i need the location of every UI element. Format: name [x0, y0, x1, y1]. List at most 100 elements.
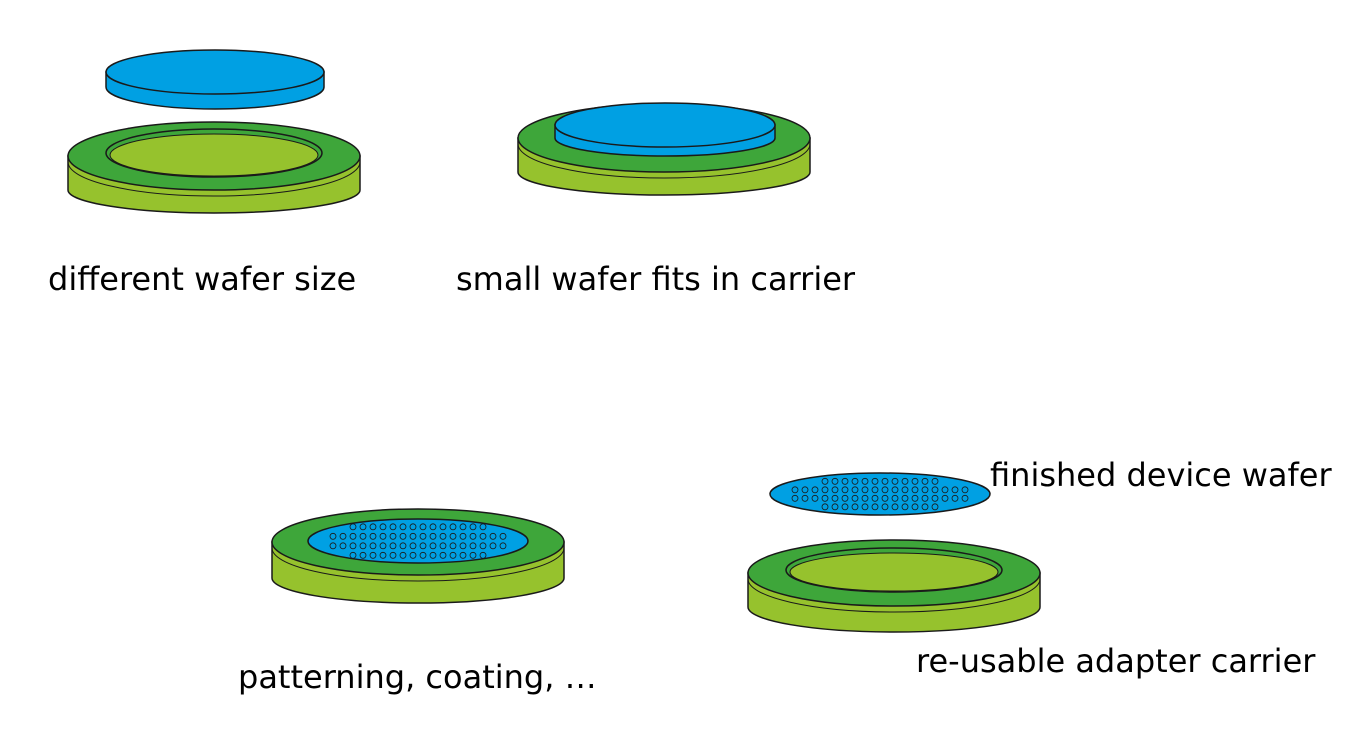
step1-group: different wafer size	[48, 49, 361, 298]
device-dot	[389, 532, 397, 540]
device-dot	[841, 494, 849, 502]
device-dot	[339, 532, 347, 540]
device-dot	[439, 532, 447, 540]
device-dot	[379, 551, 387, 559]
device-dot	[931, 477, 939, 485]
device-dot	[339, 542, 347, 550]
device-dot	[449, 523, 457, 531]
step4-carrier	[747, 539, 1041, 633]
step2-wafer	[554, 102, 776, 157]
step3-group: patterning, coating, …	[238, 508, 597, 696]
device-dot	[359, 523, 367, 531]
device-dot	[841, 486, 849, 494]
caption-different-wafer-size: different wafer size	[48, 260, 356, 298]
device-dot	[791, 494, 799, 502]
device-dot	[419, 542, 427, 550]
device-dot	[469, 551, 477, 559]
device-dot	[921, 486, 929, 494]
device-dot	[851, 477, 859, 485]
caption-small-wafer-fits: small wafer fits in carrier	[456, 260, 856, 298]
device-dot	[409, 523, 417, 531]
device-dot	[851, 486, 859, 494]
device-dot	[841, 477, 849, 485]
device-dot	[911, 503, 919, 511]
step4-group: finished device wafer re-usable adapter …	[747, 456, 1332, 680]
device-dot	[921, 477, 929, 485]
step1-wafer	[105, 49, 325, 110]
device-dot	[389, 551, 397, 559]
device-dot	[359, 551, 367, 559]
device-dot	[831, 486, 839, 494]
device-dot	[861, 477, 869, 485]
device-dot	[409, 542, 417, 550]
device-dot	[801, 486, 809, 494]
device-dot	[961, 486, 969, 494]
device-dot	[479, 523, 487, 531]
device-dot	[891, 494, 899, 502]
step4-device-dots	[791, 477, 969, 511]
caption-reusable-adapter-carrier: re-usable adapter carrier	[916, 642, 1316, 680]
device-dot	[469, 542, 477, 550]
device-dot	[851, 494, 859, 502]
device-dot	[369, 523, 377, 531]
device-dot	[489, 542, 497, 550]
device-dot	[369, 532, 377, 540]
device-dot	[881, 477, 889, 485]
step1-carrier	[67, 121, 361, 214]
step3-device-dots	[329, 523, 507, 559]
device-dot	[439, 523, 447, 531]
device-dot	[399, 542, 407, 550]
device-dot	[871, 503, 879, 511]
device-dot	[921, 494, 929, 502]
device-dot	[379, 532, 387, 540]
device-dot	[459, 542, 467, 550]
device-dot	[821, 486, 829, 494]
device-dot	[369, 551, 377, 559]
device-dot	[891, 477, 899, 485]
device-dot	[479, 532, 487, 540]
device-dot	[419, 532, 427, 540]
device-dot	[861, 486, 869, 494]
device-dot	[429, 532, 437, 540]
device-dot	[349, 542, 357, 550]
device-dot	[349, 532, 357, 540]
device-dot	[831, 477, 839, 485]
device-dot	[931, 503, 939, 511]
device-dot	[399, 523, 407, 531]
device-dot	[821, 494, 829, 502]
device-dot	[821, 503, 829, 511]
device-dot	[901, 486, 909, 494]
device-dot	[831, 503, 839, 511]
device-dot	[891, 503, 899, 511]
device-dot	[429, 523, 437, 531]
device-dot	[791, 486, 799, 494]
device-dot	[941, 486, 949, 494]
device-dot	[881, 503, 889, 511]
device-dot	[349, 523, 357, 531]
device-dot	[951, 494, 959, 502]
device-dot	[901, 503, 909, 511]
device-dot	[369, 542, 377, 550]
step2-group: small wafer fits in carrier	[456, 102, 856, 298]
device-dot	[851, 503, 859, 511]
device-dot	[349, 551, 357, 559]
device-dot	[449, 542, 457, 550]
device-dot	[811, 486, 819, 494]
device-dot	[359, 532, 367, 540]
device-dot	[459, 532, 467, 540]
device-dot	[499, 532, 507, 540]
device-dot	[801, 494, 809, 502]
device-dot	[359, 542, 367, 550]
device-dot	[419, 523, 427, 531]
device-dot	[469, 532, 477, 540]
device-dot	[409, 532, 417, 540]
device-dot	[941, 494, 949, 502]
step4-device-wafer	[769, 472, 991, 516]
device-dot	[901, 494, 909, 502]
device-dot	[811, 494, 819, 502]
device-dot	[911, 486, 919, 494]
device-dot	[911, 477, 919, 485]
device-dot	[921, 503, 929, 511]
device-dot	[871, 494, 879, 502]
